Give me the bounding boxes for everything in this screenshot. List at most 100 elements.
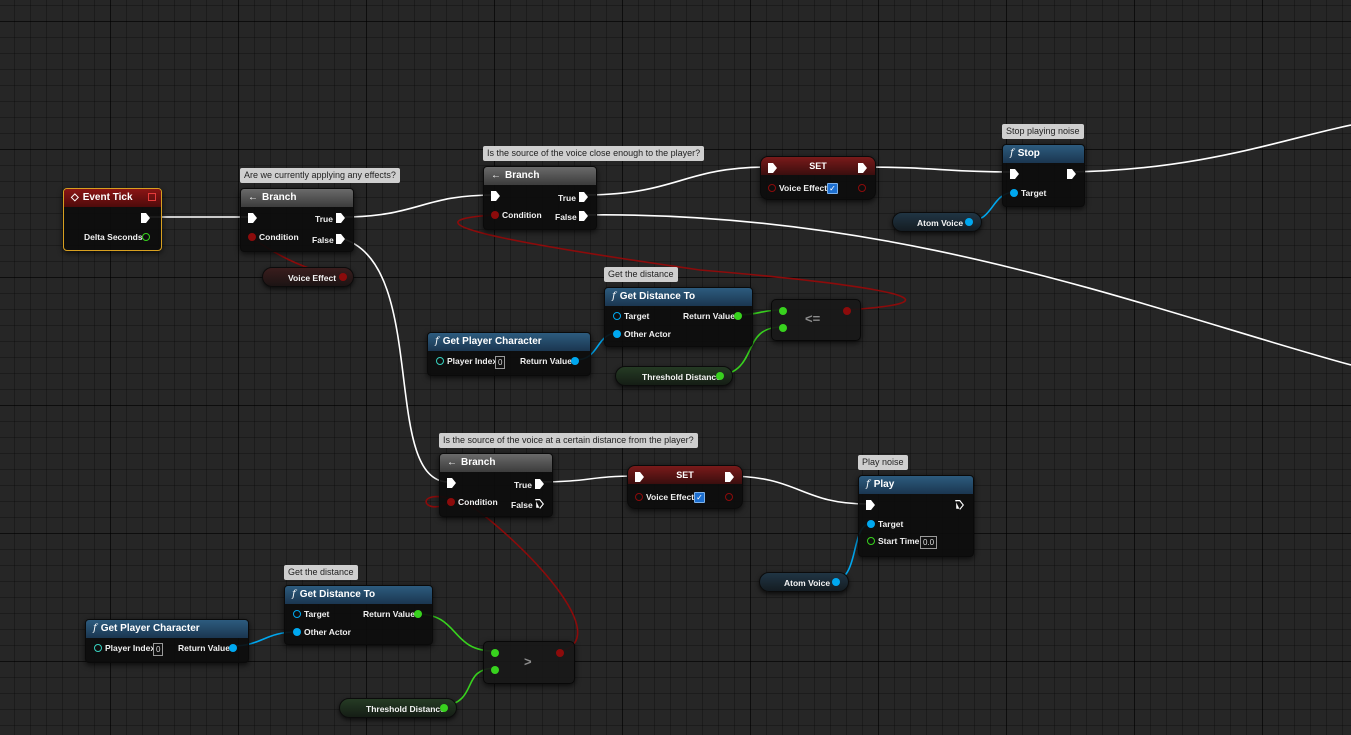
bool-out-pin[interactable] (339, 273, 347, 281)
player-index-pin[interactable] (436, 357, 444, 365)
event-tick-header: ◇Event Tick (64, 189, 161, 207)
target-label: Target (624, 311, 650, 321)
exec-in-pin[interactable] (248, 213, 257, 223)
exec-wire (581, 166, 771, 196)
exec-out-pin[interactable] (858, 163, 867, 173)
operator-symbol: <= (805, 311, 821, 326)
branch-node[interactable]: ←Branch Condition True False (483, 166, 597, 230)
return-value-pin[interactable] (734, 312, 742, 320)
target-pin[interactable] (1010, 189, 1018, 197)
true-exec-pin[interactable] (579, 192, 588, 202)
function-icon: f (93, 623, 97, 634)
exec-in-pin[interactable] (1010, 169, 1019, 179)
exec-in-pin[interactable] (768, 163, 777, 173)
branch-node[interactable]: ←Branch Condition True False (439, 453, 553, 517)
return-value-pin[interactable] (571, 357, 579, 365)
function-title: Stop (1017, 148, 1040, 159)
bool-out-pin[interactable] (858, 184, 866, 192)
event-tick-title: Event Tick (82, 192, 133, 203)
input-a-pin[interactable] (779, 307, 787, 315)
exec-in-pin[interactable] (491, 191, 500, 201)
input-b-pin[interactable] (491, 666, 499, 674)
greater-than-operator-node[interactable]: > (483, 641, 575, 684)
threshold-distance-getter[interactable]: Threshold Distance (339, 698, 457, 718)
true-exec-pin[interactable] (535, 479, 544, 489)
other-actor-pin[interactable] (613, 330, 621, 338)
return-value-pin[interactable] (414, 610, 422, 618)
bool-out-pin[interactable] (725, 493, 733, 501)
target-pin[interactable] (613, 312, 621, 320)
variable-label: Atom Voice (917, 218, 964, 228)
bool-in-pin[interactable] (768, 184, 776, 192)
player-index-input[interactable]: 0 (495, 356, 506, 369)
atom-voice-getter[interactable]: Atom Voice (759, 572, 849, 592)
exec-out-pin[interactable] (725, 472, 734, 482)
true-exec-pin[interactable] (336, 213, 345, 223)
float-out-pin[interactable] (716, 372, 724, 380)
exec-in-pin[interactable] (866, 500, 875, 510)
target-pin[interactable] (867, 520, 875, 528)
input-b-pin[interactable] (779, 324, 787, 332)
bool-in-pin[interactable] (635, 493, 643, 501)
exec-in-pin[interactable] (447, 478, 456, 488)
exec-out-pin[interactable] (955, 500, 964, 510)
less-equal-operator-node[interactable]: <= (771, 299, 861, 341)
voice-effect-checkbox[interactable]: ✓ (827, 183, 838, 194)
true-label: True (558, 193, 576, 203)
false-exec-pin[interactable] (535, 499, 544, 509)
bool-out-pin[interactable] (843, 307, 851, 315)
start-time-input[interactable]: 0.0 (920, 536, 938, 549)
return-value-label: Return Value (683, 311, 735, 321)
comment-bubble: Get the distance (284, 565, 358, 580)
false-exec-pin[interactable] (336, 234, 345, 244)
set-node[interactable]: SET Voice Effect ✓ (627, 465, 743, 509)
comment-bubble: Are we currently applying any effects? (240, 168, 400, 183)
branch-icon: ← (447, 457, 457, 468)
input-a-pin[interactable] (491, 649, 499, 657)
voice-effect-getter[interactable]: Voice Effect (262, 267, 354, 287)
player-index-pin[interactable] (94, 644, 102, 652)
branch-icon: ← (248, 192, 258, 203)
variable-label: Threshold Distance (366, 704, 445, 714)
target-pin[interactable] (293, 610, 301, 618)
exec-in-pin[interactable] (635, 472, 644, 482)
condition-pin[interactable] (447, 498, 455, 506)
exec-out-pin[interactable] (141, 213, 150, 223)
object-out-pin[interactable] (965, 218, 973, 226)
threshold-distance-getter[interactable]: Threshold Distance (615, 366, 733, 386)
return-value-pin[interactable] (229, 644, 237, 652)
false-exec-pin[interactable] (579, 211, 588, 221)
exec-out-pin[interactable] (1067, 169, 1076, 179)
branch-node[interactable]: ←Branch Condition True False (240, 188, 354, 252)
other-actor-pin[interactable] (293, 628, 301, 636)
event-delegate-pin[interactable] (148, 193, 156, 201)
start-time-pin[interactable] (867, 537, 875, 545)
condition-pin[interactable] (491, 211, 499, 219)
function-title: Get Player Character (442, 336, 542, 347)
function-icon: f (1010, 148, 1014, 159)
object-out-pin[interactable] (832, 578, 840, 586)
voice-effect-checkbox[interactable]: ✓ (694, 492, 705, 503)
exec-wire (581, 214, 1351, 366)
condition-label: Condition (458, 497, 498, 507)
float-out-pin[interactable] (440, 704, 448, 712)
target-label: Target (878, 519, 904, 529)
branch-title: Branch (505, 170, 540, 181)
function-title: Get Distance To (619, 291, 696, 302)
delta-seconds-pin[interactable] (142, 233, 150, 241)
atom-voice-getter[interactable]: Atom Voice (892, 212, 982, 232)
voice-effect-label: Voice Effect (646, 492, 695, 502)
set-node[interactable]: SET Voice Effect ✓ (760, 156, 876, 200)
bool-out-pin[interactable] (556, 649, 564, 657)
event-tick-node[interactable]: ◇Event Tick Delta Seconds (63, 188, 162, 251)
condition-pin[interactable] (248, 233, 256, 241)
player-index-input[interactable]: 0 (153, 643, 164, 656)
